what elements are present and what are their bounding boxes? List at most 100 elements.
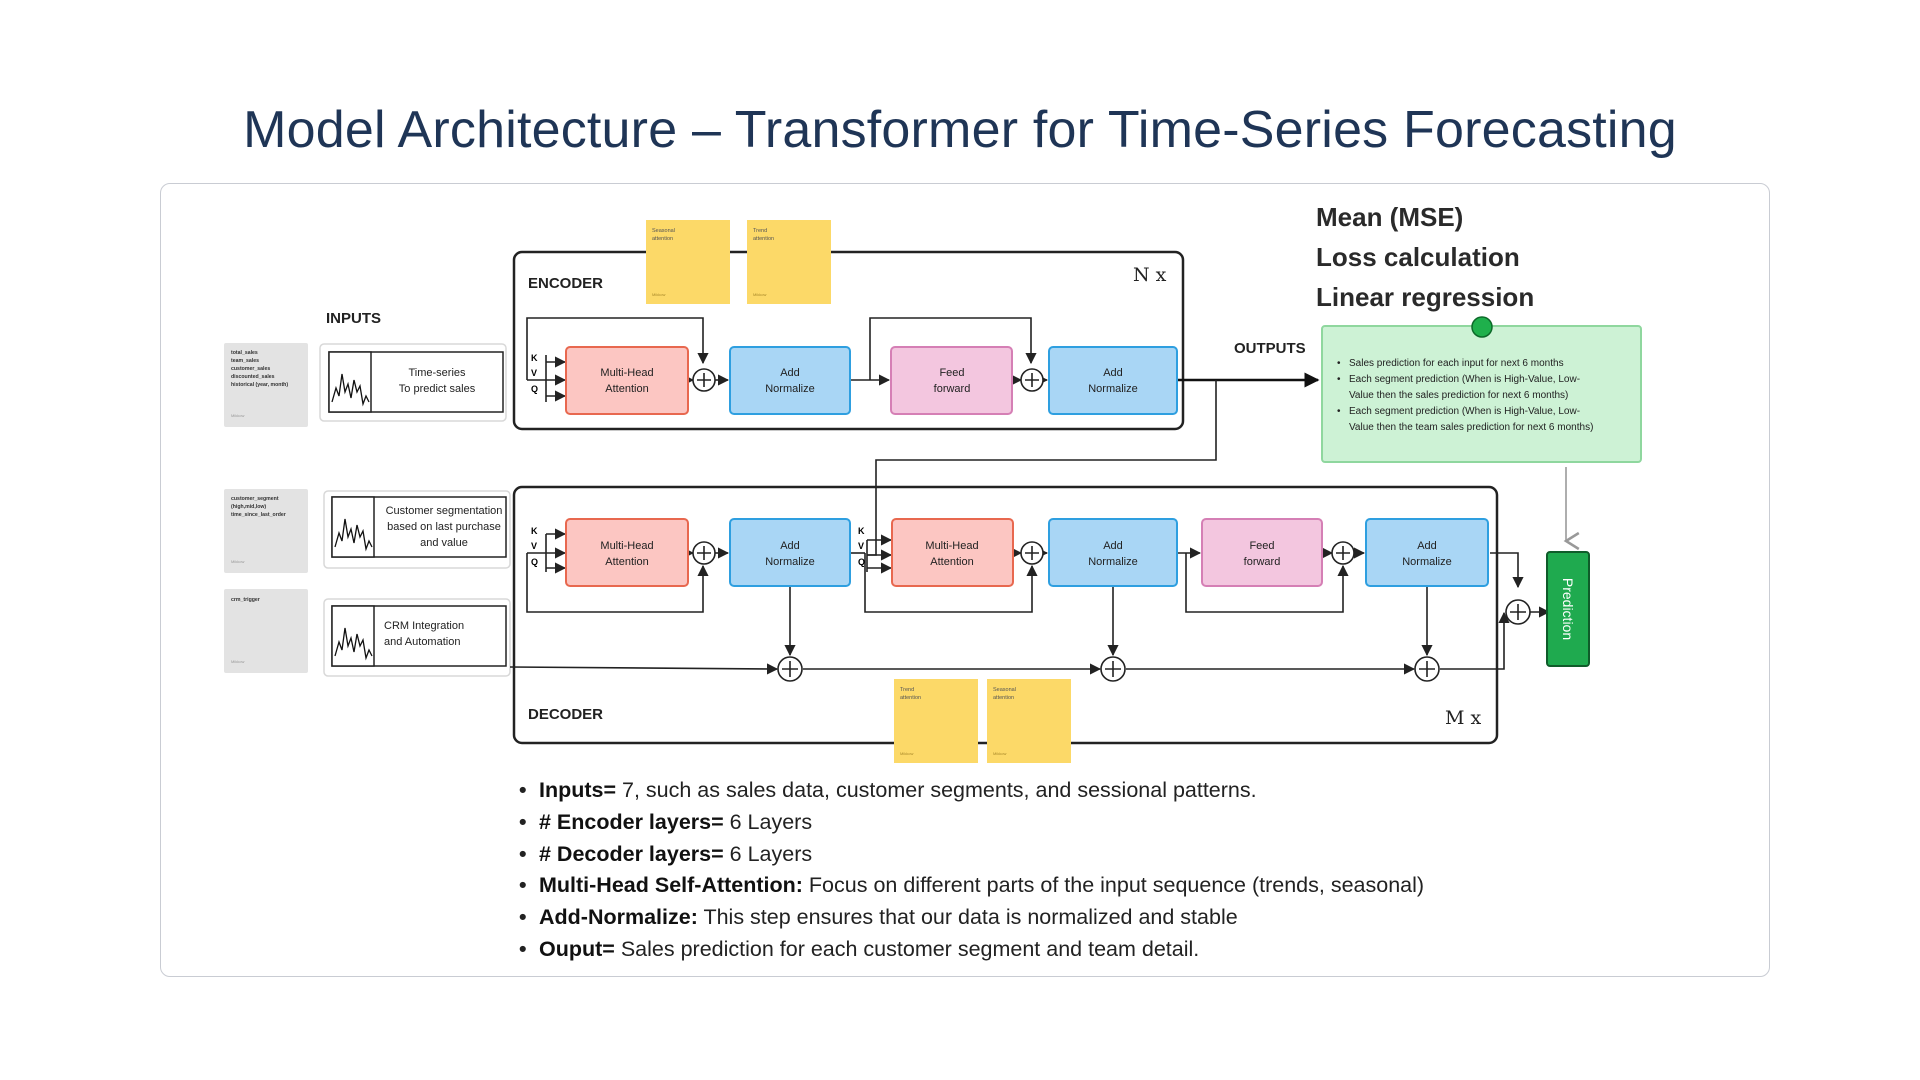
svg-text:Normalize: Normalize (1088, 556, 1138, 568)
svg-text:Customer segmentation: Customer segmentation (386, 505, 503, 517)
plus-icon (1331, 541, 1355, 565)
svg-text:total_sales team_sales: total_sales team_sales customer_sales di… (231, 350, 288, 388)
svg-text:Mikkow: Mikkow (993, 751, 1006, 756)
sticky-note-encoder-seasonal: Seasonal attention Mikkow (646, 220, 730, 304)
plus-icon (777, 656, 803, 682)
list-item: # Encoder layers= 6 Layers (519, 807, 1705, 839)
list-item: # Decoder layers= 6 Layers (519, 839, 1705, 871)
svg-text:forward: forward (934, 383, 971, 395)
decoder-add-normalize-1: Add Normalize (729, 518, 851, 587)
inputs-label: INPUTS (326, 310, 381, 327)
list-item: Ouput= Sales prediction for each custome… (519, 934, 1705, 966)
plus-icon (692, 541, 716, 565)
svg-text:Add: Add (780, 367, 800, 379)
decoder-add-normalize-2: Add Normalize (1048, 518, 1178, 587)
gray-note-sales-fields: total_sales team_sales customer_sales di… (224, 343, 308, 427)
svg-text:based on last purchase: based on last purchase (387, 521, 501, 533)
plus-icon (1020, 541, 1044, 565)
encoder-repeat-label: N x (1133, 264, 1167, 286)
plus-icon (1020, 368, 1044, 392)
svg-text:K: K (858, 526, 865, 536)
svg-text:forward: forward (1244, 556, 1281, 568)
input-card-crm: CRM Integration and Automation (323, 598, 511, 677)
svg-text:Multi-Head: Multi-Head (600, 367, 653, 379)
svg-text:•Sales prediction for each inp: •Sales prediction for each input for nex… (1337, 358, 1593, 433)
plus-icon (1100, 656, 1126, 682)
svg-text:Normalize: Normalize (1402, 556, 1452, 568)
svg-text:Mikkow: Mikkow (231, 559, 244, 564)
input-card-time-series: Time-series To predict sales (319, 343, 507, 422)
encoder-label: ENCODER (528, 275, 603, 292)
svg-text:Add: Add (1103, 540, 1123, 552)
encoder-add-normalize-1: Add Normalize (729, 346, 851, 415)
svg-text:Mikkow: Mikkow (231, 413, 244, 418)
svg-text:Multi-Head: Multi-Head (925, 540, 978, 552)
svg-text:K: K (531, 526, 538, 536)
svg-text:crm_trigger: crm_trigger (231, 597, 260, 603)
svg-text:Q: Q (531, 557, 538, 567)
svg-text:Trend: Trend (900, 687, 914, 693)
svg-text:Seasonal: Seasonal (652, 228, 675, 234)
encoder-add-normalize-2: Add Normalize (1048, 346, 1178, 415)
page-title: Model Architecture – Transformer for Tim… (243, 101, 1677, 159)
gray-note-crm-fields: crm_trigger Mikkow (224, 589, 308, 673)
sticky-note-encoder-trend: Trend attention Mikkow (747, 220, 831, 304)
status-dot-icon (1471, 316, 1493, 338)
svg-text:CRM Integration: CRM Integration (384, 620, 464, 632)
decoder-mha-block-2: Multi-Head Attention (891, 518, 1014, 587)
svg-text:V: V (531, 368, 537, 378)
svg-text:Normalize: Normalize (765, 383, 815, 395)
svg-text:Mikkow: Mikkow (753, 292, 766, 297)
list-item: Add-Normalize: This step ensures that ou… (519, 902, 1705, 934)
svg-text:Multi-Head: Multi-Head (600, 540, 653, 552)
svg-text:and value: and value (420, 537, 468, 549)
svg-text:Normalize: Normalize (1088, 383, 1138, 395)
svg-text:Add: Add (1103, 367, 1123, 379)
decoder-mha-block-1: Multi-Head Attention (565, 518, 689, 587)
svg-text:Feed: Feed (1249, 540, 1274, 552)
loss-line-calc: Loss calculation (1316, 242, 1520, 272)
svg-text:Trend: Trend (753, 228, 767, 234)
svg-text:K: K (531, 353, 538, 363)
sticky-note-decoder-seasonal: Seasonal attention Mikkow (987, 679, 1071, 763)
svg-text:Add: Add (1417, 540, 1437, 552)
prediction-block: Prediction (1546, 551, 1590, 667)
decoder-repeat-label: M x (1445, 707, 1481, 729)
loss-line-mse: Mean (MSE) (1316, 202, 1463, 232)
svg-text:Seasonal: Seasonal (993, 687, 1016, 693)
svg-text:attention: attention (753, 236, 774, 242)
svg-text:Add: Add (780, 540, 800, 552)
svg-text:and Automation: and Automation (384, 636, 460, 648)
decoder-connectors (509, 528, 1551, 675)
sparkline-icon (331, 373, 370, 407)
svg-text:V: V (858, 541, 864, 551)
encoder-connectors (526, 317, 1049, 402)
svg-text:Normalize: Normalize (765, 556, 815, 568)
loss-line-regression: Linear regression (1316, 282, 1534, 312)
outputs-box: •Sales prediction for each input for nex… (1321, 325, 1642, 463)
svg-text:attention: attention (652, 236, 673, 242)
svg-text:Time-series: Time-series (408, 367, 466, 379)
svg-text:Q: Q (858, 557, 865, 567)
decoder-label: DECODER (528, 706, 603, 723)
svg-text:attention: attention (900, 695, 921, 701)
svg-text:Attention: Attention (605, 383, 648, 395)
sticky-note-decoder-trend: Trend attention Mikkow (894, 679, 978, 763)
list-item: Inputs= 7, such as sales data, customer … (519, 775, 1705, 807)
encoder-mha-block: Multi-Head Attention (565, 346, 689, 415)
sparkline-icon (334, 518, 373, 552)
svg-text:customer_segment (high,m: customer_segment (high,mid,low) time_sin… (231, 496, 286, 518)
encoder-feed-forward: Feed forward (890, 346, 1013, 415)
svg-text:Mikkow: Mikkow (231, 659, 244, 664)
plus-icon (1414, 656, 1440, 682)
svg-text:attention: attention (993, 695, 1014, 701)
encoder-frame (512, 250, 1185, 431)
plus-icon (692, 368, 716, 392)
svg-text:V: V (531, 541, 537, 551)
svg-text:Feed: Feed (939, 367, 964, 379)
svg-text:Prediction: Prediction (1560, 578, 1576, 640)
svg-text:Q: Q (531, 384, 538, 394)
input-card-segmentation: Customer segmentation based on last purc… (323, 490, 511, 569)
decoder-add-normalize-3: Add Normalize (1365, 518, 1489, 587)
